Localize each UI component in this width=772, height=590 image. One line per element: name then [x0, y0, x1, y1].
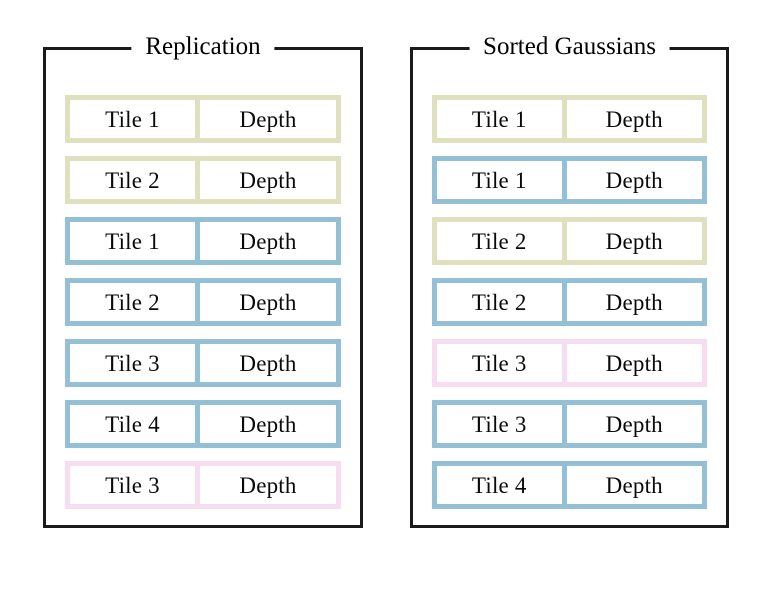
depth-cell: Depth	[566, 222, 702, 260]
depth-cell: Depth	[200, 466, 336, 504]
depth-cell: Depth	[566, 100, 702, 138]
depth-cell: Depth	[200, 405, 336, 443]
tile-cell: Tile 3	[70, 344, 196, 382]
depth-cell: Depth	[566, 161, 702, 199]
tile-cell: Tile 4	[437, 466, 562, 504]
tile-cell: Tile 1	[70, 100, 196, 138]
tile-cell: Tile 2	[437, 222, 562, 260]
panel-title-sorted-gaussians: Sorted Gaussians	[469, 33, 670, 61]
tile-cell: Tile 3	[70, 466, 196, 504]
depth-cell: Depth	[566, 405, 702, 443]
depth-cell: Depth	[200, 283, 336, 321]
tile-cell: Tile 1	[70, 222, 196, 260]
depth-cell: Depth	[566, 344, 702, 382]
tile-cell: Tile 4	[70, 405, 196, 443]
depth-cell: Depth	[200, 222, 336, 260]
depth-cell: Depth	[200, 344, 336, 382]
tile-cell: Tile 1	[437, 100, 562, 138]
depth-cell: Depth	[566, 283, 702, 321]
tile-cell: Tile 3	[437, 344, 562, 382]
tile-cell: Tile 3	[437, 405, 562, 443]
tile-cell: Tile 2	[437, 283, 562, 321]
tile-cell: Tile 2	[70, 161, 196, 199]
panel-title-replication: Replication	[131, 33, 275, 61]
depth-cell: Depth	[566, 466, 702, 504]
depth-cell: Depth	[200, 100, 336, 138]
depth-cell: Depth	[200, 161, 336, 199]
tile-cell: Tile 1	[437, 161, 562, 199]
tile-cell: Tile 2	[70, 283, 196, 321]
